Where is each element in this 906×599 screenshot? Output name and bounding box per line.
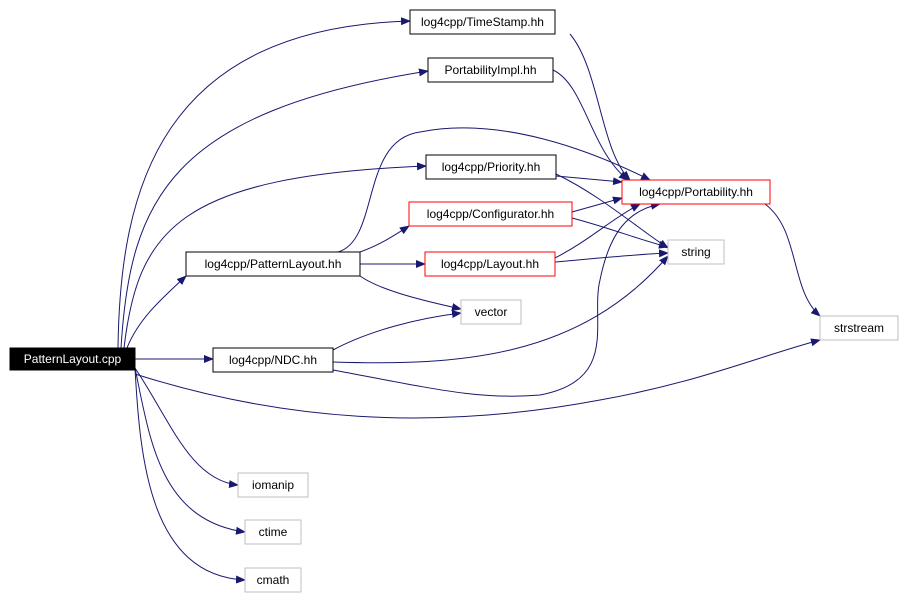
edge-root-to-iomanip <box>134 367 239 489</box>
node-ndc[interactable]: log4cpp/NDC.hh <box>212 347 334 373</box>
edge-ndc-to-portability <box>332 201 661 397</box>
edge-portability-to-strstream <box>764 203 821 317</box>
node-box <box>425 154 557 180</box>
node-label: PatternLayout.cpp <box>24 352 122 366</box>
edge-patternlayout-to-portability <box>337 127 651 253</box>
edge-root-to-cmath <box>134 367 246 584</box>
edges <box>117 17 821 584</box>
node-label: cmath <box>257 573 290 587</box>
edge-portimpl-to-portability <box>552 69 629 181</box>
edge-ndc-to-string <box>332 255 669 364</box>
node-priority[interactable]: log4cpp/Priority.hh <box>425 154 557 180</box>
node-configurator[interactable]: log4cpp/Configurator.hh <box>408 201 573 227</box>
node-box <box>244 519 302 545</box>
node-label: log4cpp/Portability.hh <box>639 185 753 199</box>
node-box <box>212 347 334 373</box>
node-box <box>408 201 573 227</box>
node-string: string <box>667 239 725 265</box>
nodes: PatternLayout.cpp log4cpp/TimeStamp.hhPor… <box>9 9 899 593</box>
node-label: log4cpp/Layout.hh <box>441 257 539 271</box>
edge-root-to-timestamp <box>117 17 411 349</box>
node-box <box>244 567 302 593</box>
edge-priority-to-portability <box>555 175 623 186</box>
edge-layout-to-string <box>554 249 669 263</box>
node-portimpl[interactable]: PortabilityImpl.hh <box>427 57 554 83</box>
node-box <box>667 239 725 265</box>
node-timestamp[interactable]: log4cpp/TimeStamp.hh <box>409 9 556 35</box>
edge-root-to-ctime <box>134 367 246 535</box>
node-box <box>237 472 309 498</box>
edge-root-to-priority <box>123 162 427 349</box>
node-box <box>185 251 361 277</box>
node-cmath: cmath <box>244 567 302 593</box>
edge-ndc-to-vector <box>332 310 462 351</box>
node-layout[interactable]: log4cpp/Layout.hh <box>424 251 556 277</box>
node-vector: vector <box>460 299 522 325</box>
node-label: ctime <box>259 525 288 539</box>
edge-configurator-to-portability <box>571 196 623 213</box>
node-label: log4cpp/TimeStamp.hh <box>421 15 544 29</box>
edge-patternlayout-to-configurator <box>359 225 410 253</box>
node-box <box>460 299 522 325</box>
node-label: log4cpp/NDC.hh <box>229 353 317 367</box>
node-portability[interactable]: log4cpp/Portability.hh <box>621 179 771 205</box>
edge-root-to-portimpl <box>120 68 429 349</box>
node-label: string <box>681 245 710 259</box>
node-label: vector <box>475 305 508 319</box>
edge-configurator-to-string <box>571 217 669 249</box>
edge-layout-to-portability <box>554 203 641 259</box>
node-label: log4cpp/Priority.hh <box>442 160 541 174</box>
node-box <box>427 57 554 83</box>
node-iomanip: iomanip <box>237 472 309 498</box>
node-label: strstream <box>834 321 884 335</box>
node-box <box>9 347 136 371</box>
node-root[interactable]: PatternLayout.cpp <box>9 347 136 371</box>
edge-root-to-strstream <box>134 338 821 419</box>
node-box <box>621 179 771 205</box>
node-label: log4cpp/PatternLayout.hh <box>205 257 342 271</box>
node-label: PortabilityImpl.hh <box>444 63 536 77</box>
edge-patternlayout-to-vector <box>359 275 462 311</box>
node-patternlayout[interactable]: log4cpp/PatternLayout.hh <box>185 251 361 277</box>
node-label: iomanip <box>252 478 294 492</box>
node-label: log4cpp/Configurator.hh <box>427 207 554 221</box>
node-box <box>424 251 556 277</box>
node-ctime: ctime <box>244 519 302 545</box>
edge-root-to-patternlayout <box>126 275 187 349</box>
edge-priority-to-string <box>555 173 669 249</box>
node-box <box>819 315 899 341</box>
node-box <box>409 9 556 35</box>
edge-timestamp-to-portability <box>569 33 631 181</box>
node-strstream: strstream <box>819 315 899 341</box>
